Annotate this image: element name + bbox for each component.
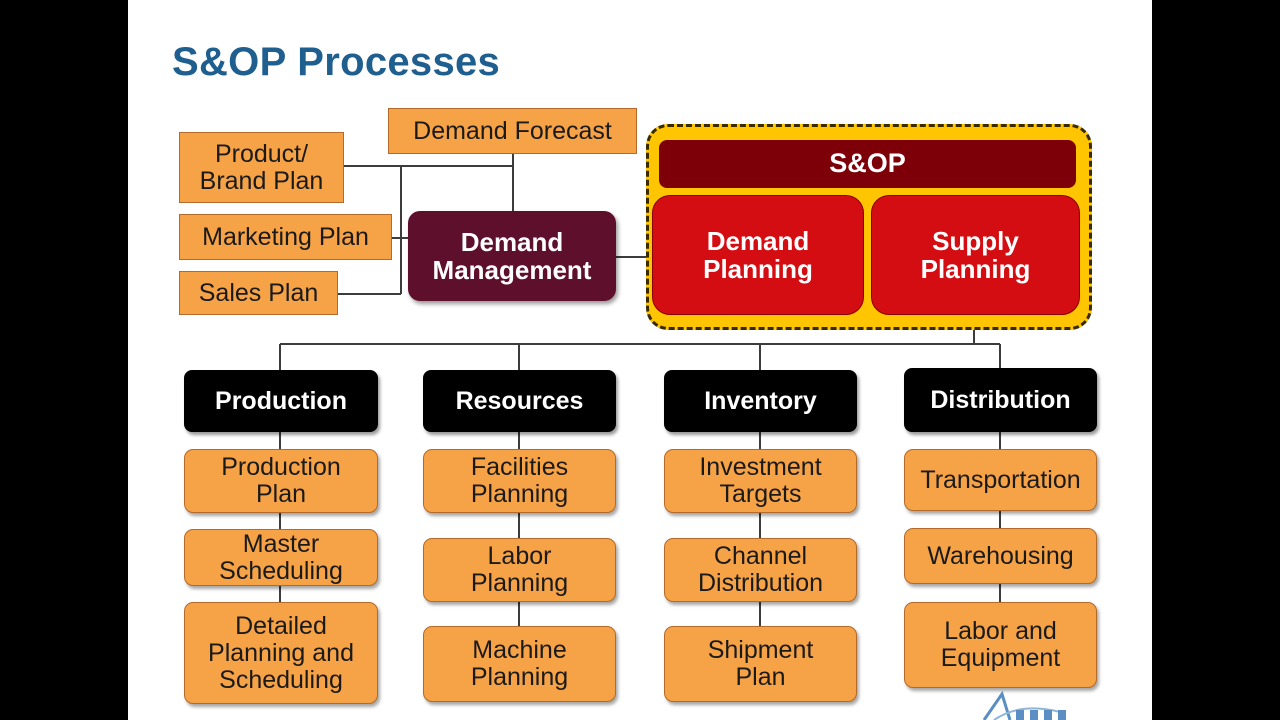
warehousing-box: Warehousing <box>904 528 1097 584</box>
product-brand-plan-box: Product/ Brand Plan <box>179 132 344 203</box>
marketing-plan-box: Marketing Plan <box>179 214 392 260</box>
sales-plan-box: Sales Plan <box>179 271 338 315</box>
resources-header: Resources <box>423 370 616 432</box>
machine-planning-box: Machine Planning <box>423 626 616 702</box>
transportation-box: Transportation <box>904 449 1097 511</box>
production-header: Production <box>184 370 378 432</box>
sop-title-bar: S&OP <box>659 140 1076 188</box>
slide-title: S&OP Processes <box>172 40 501 84</box>
demand-forecast-box: Demand Forecast <box>388 108 637 154</box>
supply-planning-box: Supply Planning <box>871 195 1080 315</box>
demand-management-box: Demand Management <box>408 211 616 301</box>
shipment-plan-box: Shipment Plan <box>664 626 857 702</box>
detailed-planning-scheduling-box: Detailed Planning and Scheduling <box>184 602 378 704</box>
master-scheduling-box: Master Scheduling <box>184 529 378 586</box>
distribution-header: Distribution <box>904 368 1097 432</box>
inventory-header: Inventory <box>664 370 857 432</box>
company-logo-icon <box>982 690 1066 720</box>
facilities-planning-box: Facilities Planning <box>423 449 616 513</box>
labor-equipment-box: Labor and Equipment <box>904 602 1097 688</box>
production-plan-box: Production Plan <box>184 449 378 513</box>
investment-targets-box: Investment Targets <box>664 449 857 513</box>
slide: S&OP Processes Demand Forecast Product/ … <box>128 0 1152 720</box>
channel-distribution-box: Channel Distribution <box>664 538 857 602</box>
demand-planning-box: Demand Planning <box>652 195 864 315</box>
labor-planning-box: Labor Planning <box>423 538 616 602</box>
